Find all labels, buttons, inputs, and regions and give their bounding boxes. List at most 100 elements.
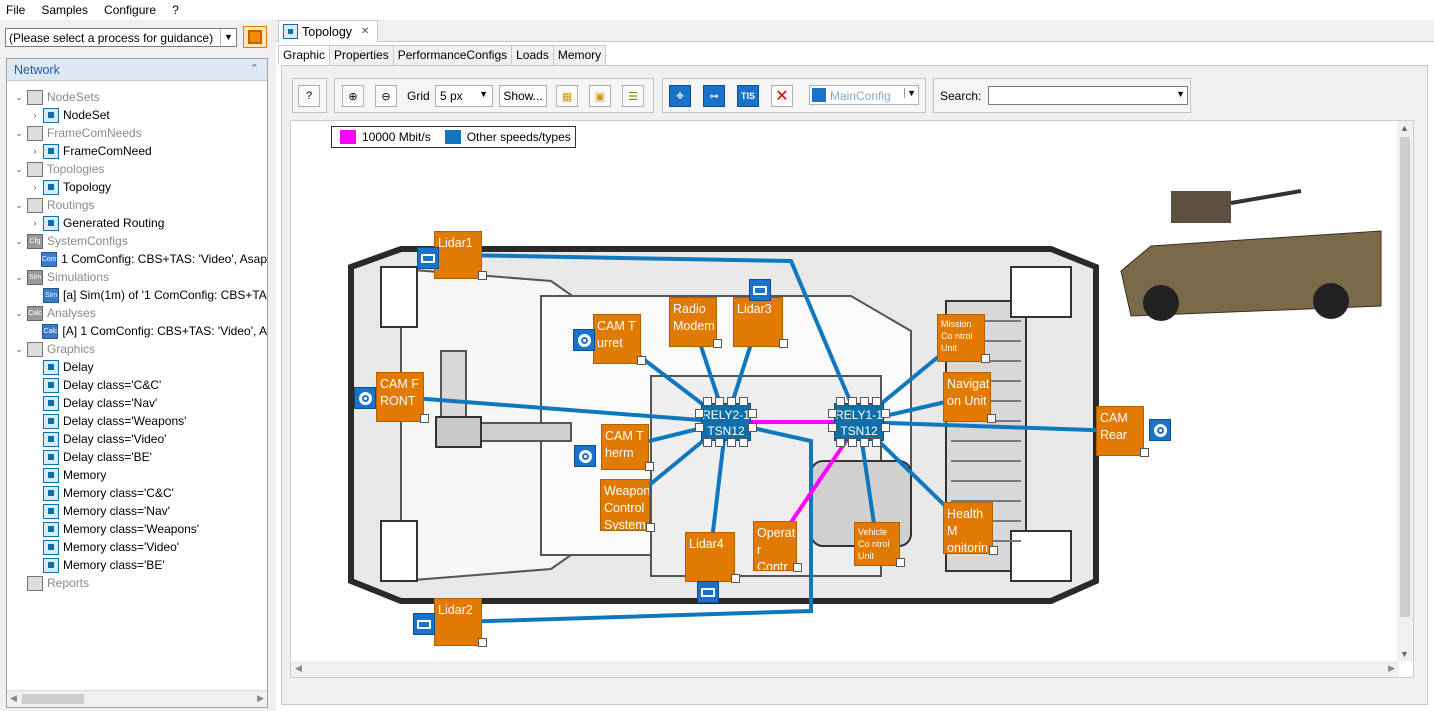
tree-item[interactable]: Delay [7, 358, 267, 376]
link-button[interactable]: ⊶ [703, 85, 725, 107]
expanded-icon[interactable]: ⌄ [15, 91, 23, 102]
node-health[interactable]: Health M onitorin g Unit [943, 502, 993, 554]
expanded-icon[interactable]: ⌄ [15, 163, 23, 174]
node-camfront[interactable]: CAM F RONT [376, 372, 424, 422]
tree-item[interactable]: Memory class='Nav' [7, 502, 267, 520]
collapsed-icon[interactable]: › [33, 218, 37, 228]
canvas-vertical-scrollbar[interactable]: ▲ ▼ [1397, 121, 1413, 661]
tree-item[interactable]: Delay class='C&C' [7, 376, 267, 394]
switch-port-icon[interactable] [881, 423, 890, 432]
switch-port-icon[interactable] [881, 409, 890, 418]
tree-item[interactable]: ›Generated Routing [7, 214, 267, 232]
chevron-down-icon[interactable]: ▼ [220, 29, 236, 46]
search-input[interactable]: ▼ [988, 86, 1188, 105]
port-icon[interactable] [731, 574, 740, 583]
port-icon[interactable] [793, 563, 802, 572]
port-icon[interactable] [645, 462, 654, 471]
menu-help[interactable]: ? [172, 3, 179, 17]
scroll-up-icon[interactable]: ▲ [1400, 123, 1409, 133]
tree-item[interactable]: ⌄Routings [7, 196, 267, 214]
switch-port-icon[interactable] [727, 438, 736, 447]
close-icon[interactable]: ✕ [361, 26, 370, 37]
tree-item[interactable]: Delay class='Nav' [7, 394, 267, 412]
tree-item[interactable]: Delay class='Weapons' [7, 412, 267, 430]
subtab-performanceconfigs[interactable]: PerformanceConfigs [392, 45, 513, 65]
switch-port-icon[interactable] [703, 438, 712, 447]
menu-samples[interactable]: Samples [41, 3, 89, 17]
tab-topology[interactable]: Topology ✕ [278, 20, 378, 42]
tree-horizontal-scrollbar[interactable]: ◀ ▶ [7, 690, 267, 707]
node-lidar3[interactable]: Lidar3 [733, 297, 783, 347]
canvas-horizontal-scrollbar[interactable]: ◀ ▶ [291, 661, 1399, 677]
switch-port-icon[interactable] [836, 397, 845, 406]
port-icon[interactable] [420, 414, 429, 423]
scroll-thumb[interactable] [1400, 137, 1410, 617]
collapsed-icon[interactable]: › [33, 146, 37, 156]
guidance-panel-button[interactable] [243, 26, 267, 48]
expanded-icon[interactable]: ⌄ [15, 235, 23, 246]
switch-port-icon[interactable] [739, 438, 748, 447]
node-lidar1[interactable]: Lidar1 [434, 231, 482, 279]
tree-item[interactable]: ⌄Graphics [7, 340, 267, 358]
tree-item[interactable]: Memory class='C&C' [7, 484, 267, 502]
node-radiomodem[interactable]: Radio Modem [669, 297, 717, 347]
expanded-icon[interactable]: ⌄ [15, 307, 23, 318]
collapsed-icon[interactable]: › [33, 110, 37, 120]
layout-frame-button[interactable]: ▣ [589, 85, 611, 107]
collapsed-icon[interactable]: › [33, 182, 37, 192]
link-lidar1-s2[interactable] [457, 253, 861, 423]
port-icon[interactable] [989, 546, 998, 555]
tis-button[interactable]: TIS [737, 85, 759, 107]
tree-item[interactable]: ›NodeSet [7, 106, 267, 124]
scroll-thumb[interactable] [22, 694, 84, 704]
menu-configure[interactable]: Configure [104, 3, 157, 17]
subtab-memory[interactable]: Memory [552, 45, 607, 65]
tree-item[interactable]: ⌄NodeSets [7, 88, 267, 106]
port-icon[interactable] [713, 339, 722, 348]
port-icon[interactable] [779, 339, 788, 348]
tree-item[interactable]: Reports [7, 574, 267, 592]
subtab-properties[interactable]: Properties [329, 45, 394, 65]
switch-port-icon[interactable] [872, 438, 881, 447]
switch-port-icon[interactable] [848, 438, 857, 447]
scroll-left-icon[interactable]: ◀ [10, 693, 17, 703]
switch-port-icon[interactable] [860, 438, 869, 447]
expanded-icon[interactable]: ⌄ [15, 343, 23, 354]
node-camturret[interactable]: CAM T urret [593, 314, 641, 364]
process-guidance-select[interactable]: (Please select a process for guidance) ▼ [5, 28, 237, 47]
node-navigation[interactable]: Navigati on Unit [943, 372, 991, 422]
node-operator[interactable]: Operato r Contr ol Unit [753, 521, 797, 571]
zoom-in-button[interactable]: ⊕ [342, 85, 364, 107]
node-lidar4[interactable]: Lidar4 [685, 532, 735, 582]
show-button[interactable]: Show... [499, 85, 547, 107]
switch-port-icon[interactable] [715, 438, 724, 447]
switch-port-icon[interactable] [860, 397, 869, 406]
switch-port-icon[interactable] [748, 423, 757, 432]
node-vehicle[interactable]: Vehicle Co ntrol Unit [854, 522, 900, 566]
switch-port-icon[interactable] [828, 423, 837, 432]
port-icon[interactable] [478, 271, 487, 280]
port-icon[interactable] [637, 356, 646, 365]
move-button[interactable]: ✥ [669, 85, 691, 107]
tree-item[interactable]: ⌄FrameComNeeds [7, 124, 267, 142]
port-icon[interactable] [1140, 448, 1149, 457]
switch-port-icon[interactable] [695, 409, 704, 418]
switch-port-icon[interactable] [727, 397, 736, 406]
tree-item[interactable]: Memory class='BE' [7, 556, 267, 574]
layout-grid-button[interactable]: ▦ [556, 85, 578, 107]
switch-port-icon[interactable] [703, 397, 712, 406]
subtab-loads[interactable]: Loads [511, 45, 554, 65]
tree-item[interactable]: ⌄Topologies [7, 160, 267, 178]
node-lidar2[interactable]: Lidar2 [434, 598, 482, 646]
switch-port-icon[interactable] [695, 423, 704, 432]
node-camrear[interactable]: CAM Rear [1096, 406, 1144, 456]
zoom-out-button[interactable]: ⊖ [375, 85, 397, 107]
switch-port-icon[interactable] [739, 397, 748, 406]
port-icon[interactable] [987, 414, 996, 423]
